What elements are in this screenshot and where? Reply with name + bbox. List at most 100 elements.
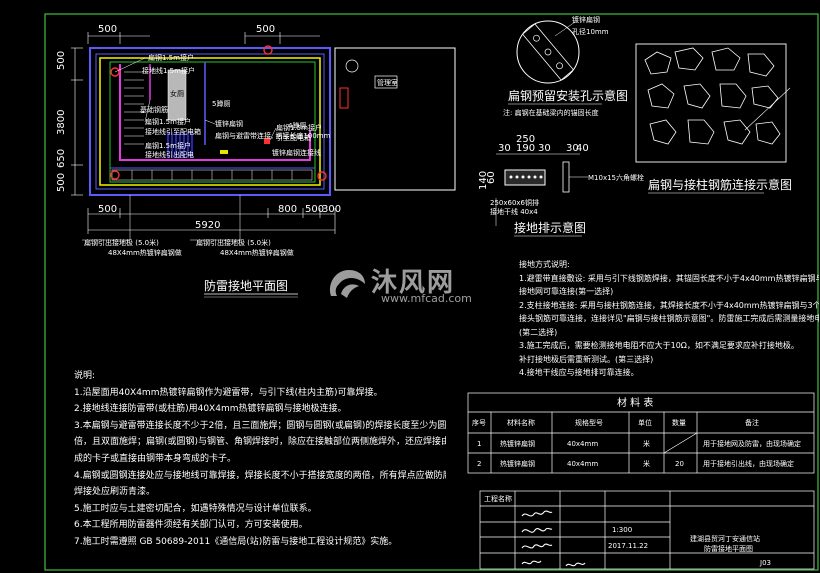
floor-plan: 500 500 500 3800 650 500 500 800 500 30 [56, 24, 456, 298]
bar-dim-6: 40 [576, 143, 589, 154]
gnote-5: (第二选择) [519, 327, 558, 337]
gnote-8: 4.接地干线应与接地排可靠连接。 [519, 368, 639, 377]
plan-label-5: 扁钢1.5m接户 [145, 141, 191, 150]
gnote-3: 2.支柱接地连接: 采用与接柱钢筋连接，其焊接长度不小于4x40mm热镀锌扁钢与… [519, 300, 819, 310]
detail-ground-bar: 250 30 190 30 30 40 140 60 M10x15六角螺栓 25… [478, 134, 644, 237]
th-note: 备注 [745, 418, 759, 427]
ground-electrode-4 [317, 171, 327, 181]
outer-wall [89, 47, 331, 196]
detail-hole-callout1: 镀锌扁钢 [572, 15, 600, 24]
room-4: 4蹲厕 [288, 121, 306, 130]
note-10: 7.施工时需遵照 GB 50689-2011《通信局(站)防雷与接地工程设计规范… [74, 536, 398, 547]
note-0: 说明: [74, 371, 96, 381]
note-7: 焊接处应刷沥青漆。 [74, 487, 156, 498]
ground-electrode-3 [110, 170, 120, 180]
bar-note-1: 250x60x6铜排 [490, 198, 539, 207]
detail-hole: 镀锌扁钢 孔径10mm 扁钢预留安装孔示意图 注: 扁钢在基础梁内的锚固长度 [503, 15, 628, 117]
row1-spec: 40x4mm [567, 440, 598, 448]
room-wc5: 5蹲厕 [212, 99, 230, 108]
detail-hole-callout2: 孔径10mm [572, 27, 609, 36]
row2-qty: 20 [675, 460, 684, 468]
plan-label-9: 扁钢1.5m接户 [276, 123, 322, 132]
tb-title-1: 建湖县贸河丁安通信站 [690, 534, 760, 543]
watermark-brand: 沐风网 [371, 268, 456, 298]
bar-dim-4: 30 [538, 143, 551, 154]
bottom-label-3: 扁钢引出接地极 (5.0米) [196, 238, 271, 247]
bar-dim-5: 30 [566, 143, 579, 154]
gnote-1: 1.避雷带直接敷设: 采用与引下线钢筋焊接，其锚固长度不小于4x40mm热镀锌扁… [519, 273, 819, 283]
detail-hole-title: 扁钢预留安装孔示意图 [508, 88, 628, 103]
dim-bottom-4: 300 [322, 204, 341, 215]
watermark: 沐风网 www.mfcad.com [325, 266, 495, 306]
row1-unit: 米 [643, 439, 650, 448]
bar-dim-7: 140 [478, 171, 489, 190]
material-table [467, 392, 815, 474]
row2-unit: 米 [643, 459, 650, 468]
bar-dim-3: 190 [516, 143, 535, 154]
watermark-logo-icon [329, 270, 365, 298]
row1-note: 用于接地网及防雷，由现场确定 [703, 439, 801, 448]
bottom-label-1: 扁钢引出接地极 (5.0米) [84, 238, 159, 247]
ground-bar-body [504, 169, 546, 186]
bar-title: 接地排示意图 [514, 220, 586, 235]
tb-header: 工程名称 [484, 494, 512, 503]
gnote-0: 接地方式说明: [519, 260, 570, 269]
tb-title-2: 防雷接地平面图 [704, 544, 753, 553]
plan-label-7: 镀锌扁钢 [215, 119, 243, 128]
detail-hole-note: 注: 扁钢在基础梁内的锚固长度 [503, 108, 599, 117]
toilet-block [167, 69, 187, 121]
gnote-6: 3.施工完成后，需要检测接地电阻不应大于10Ω，如不满足要求应补打接地极。 [519, 341, 799, 350]
plan-label-1: 扁钢1.5m接户 [148, 53, 194, 62]
plan-label-3: 扁钢1.5m接户 [145, 117, 191, 126]
annex-building [334, 47, 456, 191]
row1-seq: 1 [477, 440, 481, 448]
room-toilet: 女厕 [170, 89, 184, 98]
title-block [479, 490, 815, 570]
lightning-conductor [119, 64, 311, 161]
plan-label-11: 镀锌扁钢连接线 [272, 148, 321, 157]
plan-title: 防雷接地平面图 [204, 278, 288, 293]
th-qty: 数量 [672, 418, 686, 427]
bar-dim-1: 250 [516, 134, 535, 145]
ground-electrode-2 [263, 45, 273, 55]
dim-left-3: 650 [56, 149, 67, 168]
note-9: 6.本工程所用防雷器件须经有关部门认可，方可安装使用。 [74, 520, 308, 531]
plan-label-12: 基础钢筋 [140, 105, 168, 114]
signatures [521, 510, 586, 567]
note-6: 4.扁钢或圆钢连接处应与接地线可靠焊接，焊接长度不小于搭接宽度的两倍，所有焊点应… [74, 470, 446, 481]
note-8: 5.施工时应与土建密切配合，如遇特殊情况与设计单位联系。 [74, 503, 317, 514]
bar-dim-2: 30 [498, 143, 511, 154]
bar-callout: M10x15六角螺栓 [588, 173, 644, 182]
tb-date: 2017.11.22 [608, 542, 648, 550]
bottom-label-2: 48X4mm热镀锌扁钢做 [108, 248, 182, 257]
row2-spec: 40x4mm [567, 460, 598, 468]
dim-bottom-2: 800 [278, 204, 297, 215]
bottom-label-4: 48X4mm热镀锌扁钢做 [220, 248, 294, 257]
row2-note: 用于接地引出线，由现场确定 [703, 459, 794, 468]
ground-electrode-1 [110, 67, 120, 77]
row2-seq: 2 [477, 460, 481, 468]
dim-bottom-1: 500 [98, 204, 117, 215]
plan-label-8: 扁钢与避雷带连接, 搭接长度100mm [215, 131, 331, 140]
note-2: 2.接地线连接防雷带(或柱筋)用40X4mm热镀锌扁钢与接地极连接。 [74, 404, 347, 415]
tb-scale: 1:300 [612, 526, 632, 534]
dim-top-2: 500 [256, 24, 275, 35]
gnote-2: 接地网可靠连接(第一选择) [519, 287, 614, 296]
th-name: 材料名称 [507, 418, 535, 427]
row1-name: 热镀锌扁钢 [500, 439, 535, 448]
detail-rebar: 扁钢与接柱钢筋连接示意图 [635, 43, 792, 194]
dim-bottom-3: 500 [305, 204, 324, 215]
row2-name: 热镀锌扁钢 [500, 459, 535, 468]
plan-label-10: 引至配电箱 [276, 133, 311, 142]
note-4: 倍，且双面施焊；扁钢(或圆钢)与钢管、角钢焊接时，除应在接触部位两侧施焊外，还应… [74, 437, 446, 448]
room-guard: 管理室 [377, 78, 398, 87]
grounding-notes: 接地方式说明: 1.避雷带直接敷设: 采用与引下线钢筋焊接，其锚固长度不小于4x… [519, 258, 819, 380]
dim-left-4: 500 [56, 173, 67, 192]
table-caption: 材 料 表 [617, 396, 653, 409]
bar-note-2: 接地干线 40x4 [490, 207, 538, 216]
tb-drawing-no: J03 [759, 559, 771, 567]
plan-label-4: 接地线引至配电箱 [145, 127, 201, 136]
bar-dim-8: 60 [486, 171, 497, 184]
plan-label-6: 接地线引出配电 [145, 150, 194, 159]
